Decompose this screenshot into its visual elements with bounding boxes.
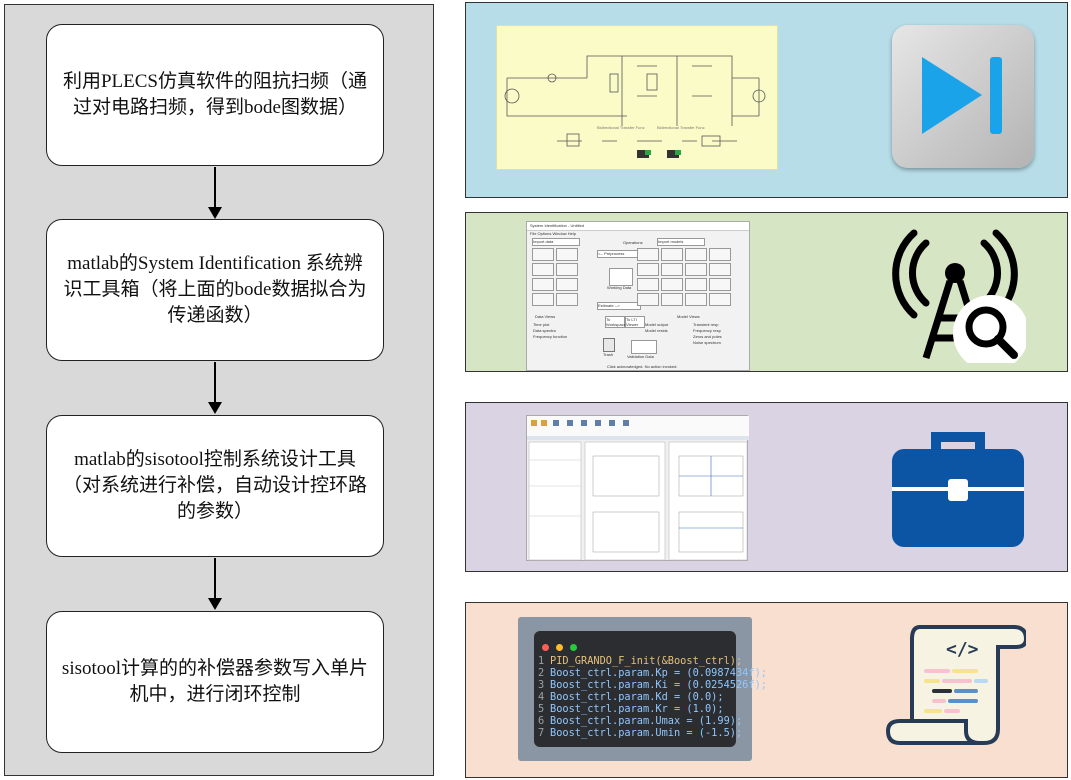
step-text: matlab的sisotool控制系统设计工具（对系统进行补偿，自动设计控环路的… xyxy=(62,449,367,522)
code-scroll-glyph: </> xyxy=(885,625,1029,745)
step-system-identification: matlab的System Identification 系统辨识工具箱（将上面… xyxy=(46,219,384,361)
play-next-glyph xyxy=(922,57,1002,134)
model-view-item[interactable]: Model resids xyxy=(645,328,668,333)
data-view-item[interactable]: Time plot xyxy=(533,322,550,327)
model-view-item[interactable]: Transient resp xyxy=(693,322,719,327)
signal-search-icon xyxy=(886,223,1029,371)
sysid-menu: File Options Window Help xyxy=(530,231,577,236)
step-text: 利用PLECS仿真软件的阻抗扫频（通过对电路扫频，得到bode图数据） xyxy=(62,71,368,118)
flow-arrow xyxy=(208,558,222,610)
to-lti-viewer-button[interactable]: To LTI Viewer xyxy=(625,316,645,328)
trash-label: Trash xyxy=(603,352,614,357)
toolbox-glyph xyxy=(892,432,1024,547)
step-text: sisotool计算的的补偿器参数写入单片机中，进行闭环控制 xyxy=(61,658,369,705)
window-dots xyxy=(542,638,577,656)
svg-text:Bidirectional Transfer Func: Bidirectional Transfer Func xyxy=(597,125,645,130)
data-view-item[interactable]: Frequency function xyxy=(533,334,568,339)
flow-arrow xyxy=(208,362,222,414)
step-plecs-sweep: 利用PLECS仿真软件的阻抗扫频（通过对电路扫频，得到bode图数据） xyxy=(46,24,384,166)
minimize-dot-icon xyxy=(556,644,563,651)
model-view-item[interactable]: Model output xyxy=(645,322,669,327)
signal-search-glyph xyxy=(892,229,1029,371)
validation-data-label: Validation Data xyxy=(627,354,654,359)
sysid-window: System Identification - Untitled File Op… xyxy=(526,221,750,371)
data-board xyxy=(532,248,580,308)
model-view-item[interactable]: Zeros and poles xyxy=(693,334,722,339)
close-dot-icon xyxy=(542,644,549,651)
estimate-select[interactable]: Estimate --> xyxy=(597,302,641,310)
preprocess-select[interactable]: <-- Preprocess xyxy=(597,250,641,258)
circuit-diagram: Bidirectional Transfer Func Bidirectional… xyxy=(504,55,766,158)
working-data-label: Working Data xyxy=(607,285,632,290)
sysid-title: System Identification - Untitled xyxy=(527,222,749,231)
flow-arrow xyxy=(208,167,222,219)
data-view-item[interactable]: Data spectra xyxy=(533,328,556,333)
model-board xyxy=(637,248,733,308)
model-view-item[interactable]: Noise spectrum xyxy=(693,340,721,345)
model-view-list: Model output Transient resp Model resids F… xyxy=(645,322,749,346)
sysid-panel: System Identification - Untitled File Op… xyxy=(465,212,1068,372)
code-scroll-icon: </> xyxy=(885,619,1029,747)
step-sisotool-design: matlab的sisotool控制系统设计工具（对系统进行补偿，自动设计控环路的… xyxy=(46,415,384,557)
play-next-icon xyxy=(892,25,1034,168)
sisotool-panel xyxy=(465,402,1068,572)
code-tag-icon: </> xyxy=(946,639,979,660)
to-workspace-button[interactable]: To Workspace xyxy=(605,316,626,328)
step-text: matlab的System Identification 系统辨识工具箱（将上面… xyxy=(63,253,367,326)
sisotool-screen xyxy=(527,416,749,561)
trash-icon[interactable] xyxy=(603,338,615,352)
data-view-list: Time plot Data spectra Frequency functio… xyxy=(533,322,567,340)
toolbox-icon xyxy=(892,431,1024,547)
sysid-status: Click acknowledged. No action invoked. xyxy=(607,364,678,369)
plecs-circuit-screenshot: Bidirectional Transfer Func Bidirectional… xyxy=(496,25,778,170)
model-views-label: Model Views xyxy=(677,314,700,319)
import-models-select[interactable]: Import models xyxy=(657,238,705,246)
validation-data-slot[interactable] xyxy=(631,340,657,354)
import-data-select[interactable]: Import data xyxy=(532,238,580,246)
maximize-dot-icon xyxy=(570,644,577,651)
working-data-slot[interactable] xyxy=(609,268,633,286)
sisotool-window xyxy=(526,415,749,561)
step-mcu-closed-loop: sisotool计算的的补偿器参数写入单片机中，进行闭环控制 xyxy=(46,611,384,753)
model-view-item[interactable]: Frequency resp xyxy=(693,328,721,333)
data-views-label: Data Views xyxy=(535,314,556,319)
operations-label: Operations xyxy=(623,240,643,245)
svg-text:Bidirectional Transfer Func: Bidirectional Transfer Func xyxy=(657,125,705,130)
plecs-panel: Bidirectional Transfer Func Bidirectional… xyxy=(465,2,1068,198)
